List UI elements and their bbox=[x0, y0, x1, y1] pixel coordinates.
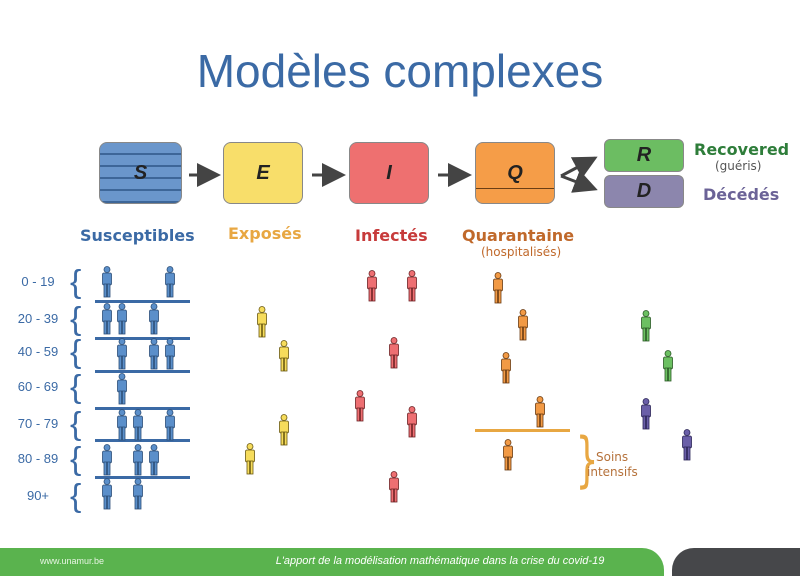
age-divider bbox=[95, 300, 190, 303]
footer-url-link[interactable]: www.unamur.be bbox=[40, 556, 105, 566]
person-icon bbox=[116, 303, 128, 335]
person-icon bbox=[278, 340, 290, 372]
label-susceptibles: Susceptibles bbox=[80, 226, 195, 245]
person-icon bbox=[148, 303, 160, 335]
person-icon bbox=[132, 478, 144, 510]
age-group-label: 40 - 59 bbox=[17, 344, 59, 359]
person-icon bbox=[278, 414, 290, 446]
age-group-label: 20 - 39 bbox=[17, 311, 59, 326]
person-icon bbox=[534, 396, 546, 428]
person-icon bbox=[640, 310, 652, 342]
person-icon bbox=[388, 471, 400, 503]
quarantine-divider bbox=[476, 188, 554, 189]
box-letter-e: E bbox=[256, 161, 270, 184]
person-icon bbox=[406, 270, 418, 302]
person-icon bbox=[132, 444, 144, 476]
person-icon bbox=[148, 338, 160, 370]
label-decedes: Décédés bbox=[703, 185, 780, 204]
person-icon bbox=[116, 409, 128, 441]
age-group-label: 0 - 19 bbox=[21, 274, 55, 289]
label-quarantaine: Quarantaine bbox=[462, 226, 575, 245]
person-icon bbox=[116, 373, 128, 405]
brace-icon: { bbox=[70, 333, 82, 371]
person-icon bbox=[116, 338, 128, 370]
brace-icon: { bbox=[70, 477, 82, 515]
person-icon bbox=[244, 443, 256, 475]
age-divider bbox=[95, 370, 190, 373]
box-recovered: R bbox=[604, 139, 684, 172]
label-infectes: Infectés bbox=[355, 226, 428, 245]
age-divider bbox=[95, 476, 190, 479]
label-exposes: Exposés bbox=[228, 224, 302, 243]
person-icon bbox=[164, 266, 176, 298]
arrow-q-to-r bbox=[560, 156, 598, 179]
person-icon bbox=[517, 309, 529, 341]
box-quarantaine: Q bbox=[475, 142, 555, 204]
age-divider bbox=[95, 439, 190, 442]
footer-tagline: L'apport de la modélisation mathématique… bbox=[275, 555, 605, 567]
age-divider bbox=[95, 337, 190, 340]
person-icon bbox=[164, 338, 176, 370]
footer-dark-tab bbox=[672, 548, 800, 576]
age-group-label: 60 - 69 bbox=[17, 379, 59, 394]
icu-label-line2: intensifs bbox=[587, 465, 638, 479]
person-icon bbox=[502, 439, 514, 471]
person-icon bbox=[640, 398, 652, 430]
icu-divider bbox=[475, 429, 570, 432]
person-icon bbox=[164, 409, 176, 441]
box-letter-r: R bbox=[636, 144, 652, 166]
sublabel-quarantaine: (hospitalisés) bbox=[481, 245, 562, 259]
brace-icon: { bbox=[70, 440, 82, 478]
brace-icon: { bbox=[70, 263, 82, 301]
person-icon bbox=[500, 352, 512, 384]
person-icon bbox=[101, 478, 113, 510]
person-icon bbox=[406, 406, 418, 438]
person-icon bbox=[101, 266, 113, 298]
box-decedes: D bbox=[604, 175, 684, 208]
age-divider bbox=[95, 407, 190, 410]
brace-icon: { bbox=[70, 300, 82, 338]
box-infectes: I bbox=[349, 142, 429, 204]
age-group-label: 70 - 79 bbox=[17, 416, 59, 431]
person-icon bbox=[256, 306, 268, 338]
footer-bar bbox=[0, 548, 664, 576]
arrow-q-to-d bbox=[560, 170, 598, 193]
icu-label-line1: Soins bbox=[596, 450, 629, 464]
sublabel-recovered: (guéris) bbox=[715, 159, 762, 173]
age-group-label: 90+ bbox=[26, 488, 50, 503]
box-letter-d: D bbox=[636, 180, 652, 202]
person-icon bbox=[132, 409, 144, 441]
person-icon bbox=[366, 270, 378, 302]
person-icon bbox=[148, 444, 160, 476]
label-recovered: Recovered bbox=[694, 140, 790, 159]
page-title: Modèles complexes bbox=[196, 45, 604, 97]
person-icon bbox=[662, 350, 674, 382]
person-icon bbox=[492, 272, 504, 304]
person-icon bbox=[354, 390, 366, 422]
box-exposes: E bbox=[223, 142, 303, 204]
person-icon bbox=[101, 303, 113, 335]
person-icon bbox=[681, 429, 693, 461]
age-group-label: 80 - 89 bbox=[17, 451, 59, 466]
person-icon bbox=[388, 337, 400, 369]
icu-brace-icon: } bbox=[575, 425, 599, 495]
brace-icon: { bbox=[70, 368, 82, 406]
box-letter-q: Q bbox=[507, 161, 523, 184]
person-icon bbox=[101, 444, 113, 476]
brace-icon: { bbox=[70, 405, 82, 443]
box-letter-i: I bbox=[386, 161, 392, 184]
box-letter-s: S bbox=[133, 161, 148, 184]
box-susceptibles: S bbox=[99, 142, 182, 204]
